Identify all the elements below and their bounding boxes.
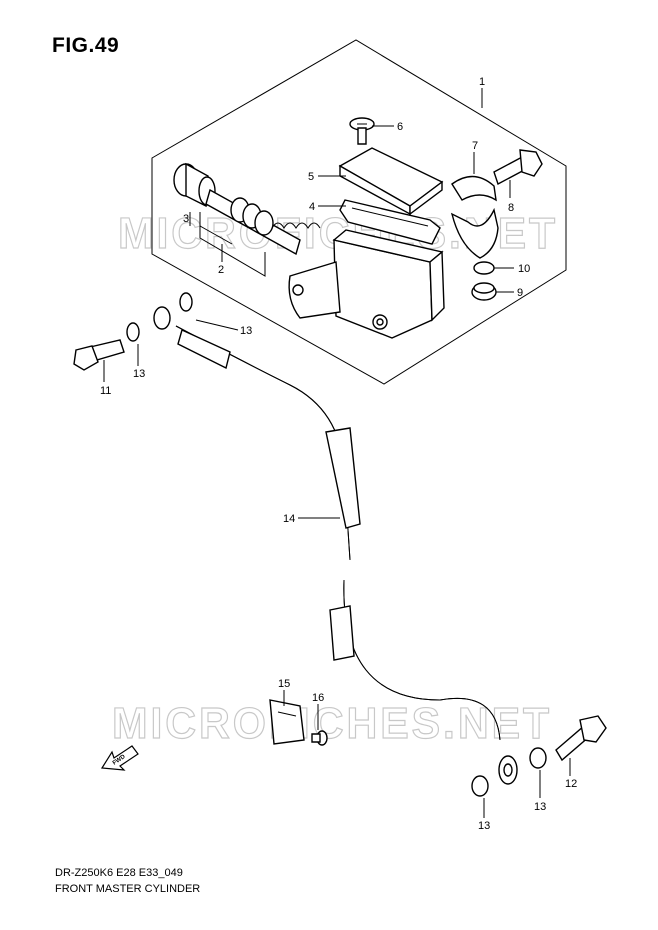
gasket-lower-left: [471, 775, 489, 797]
model-code: DR-Z250K6 E28 E33_049: [55, 867, 183, 879]
gasket-upper-left: [126, 322, 140, 342]
union-bolt-lower: [555, 715, 607, 762]
callout-10: 10: [518, 263, 530, 275]
callout-13-upper-right: 13: [240, 325, 252, 337]
gasket-lower-right: [529, 747, 547, 769]
watermark-lower: MICROFICHES.NET: [112, 699, 552, 748]
brake-hose: [153, 306, 518, 785]
figure-title: FIG.49: [52, 34, 120, 57]
callout-14: 14: [283, 513, 295, 525]
callout-13-lower-left: 13: [478, 820, 490, 832]
hose-clamp: [269, 699, 305, 745]
callout-16: 16: [312, 692, 324, 704]
cap-screw: [349, 117, 375, 145]
gasket-upper-right: [179, 292, 193, 312]
holder-clamp: [450, 175, 499, 259]
callout-labels: 1 2 3 4 5 6 7 8 9 10 11 12 13 13 13 13 1…: [100, 76, 577, 832]
union-bolt-upper: [73, 339, 125, 371]
figure-caption: FRONT MASTER CYLINDER: [55, 883, 201, 895]
callout-4: 4: [309, 201, 315, 213]
clamp-screw: [311, 730, 328, 746]
callout-6: 6: [397, 121, 403, 133]
callout-13-lower-right: 13: [534, 801, 546, 813]
callout-7: 7: [472, 140, 478, 152]
boot-cap: [471, 282, 497, 301]
callout-8: 8: [508, 202, 514, 214]
o-ring: [473, 261, 495, 275]
callout-9: 9: [517, 287, 523, 299]
assembly-outline: [151, 39, 567, 385]
reservoir-cap: [338, 147, 444, 216]
callout-5: 5: [308, 171, 314, 183]
piston-assembly: [173, 162, 321, 256]
callout-15: 15: [278, 678, 290, 690]
holder-bolt: [493, 149, 543, 186]
callout-13-upper-left: 13: [133, 368, 145, 380]
leader-lines: [103, 88, 571, 818]
callout-2: 2: [218, 264, 224, 276]
forward-direction-arrow: FWD: [100, 745, 139, 771]
callout-11: 11: [100, 385, 111, 397]
callout-3: 3: [183, 213, 189, 225]
diaphragm-plate: [339, 199, 441, 245]
callout-1: 1: [479, 76, 485, 88]
group-bracket-2-3: [199, 212, 266, 277]
master-cylinder-body: [288, 229, 445, 339]
callout-12: 12: [565, 778, 577, 790]
